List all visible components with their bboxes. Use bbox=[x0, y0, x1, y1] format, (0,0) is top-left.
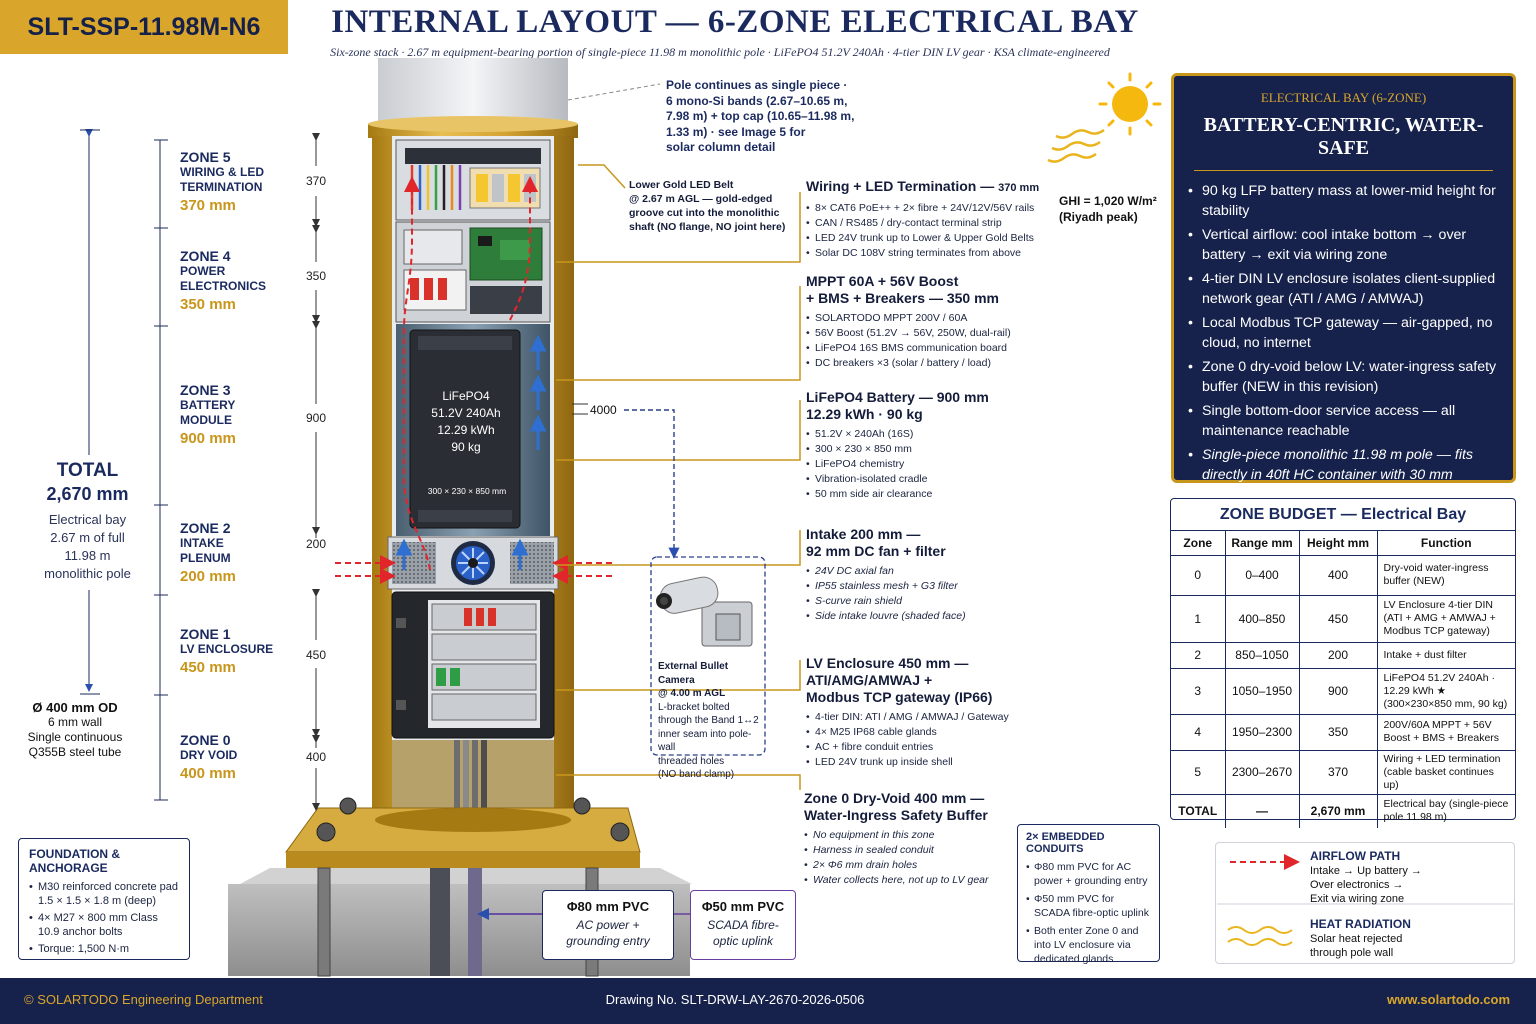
zone3-battery-housing bbox=[396, 324, 550, 536]
camera-note: External Bullet Camera @ 4.00 m AGL L-br… bbox=[658, 661, 759, 780]
battery-label: LiFePO4 51.2V 240Ah 12.29 kWh 90 kg bbox=[431, 389, 501, 454]
zone0-dry-void bbox=[392, 740, 554, 816]
legend-airflow-desc: Intake → Up battery → Over electronics →… bbox=[1310, 865, 1422, 905]
dim-zone2: 200 bbox=[305, 537, 327, 551]
summary-item: 90 kg LFP battery mass at lower-mid heig… bbox=[1188, 181, 1499, 221]
legend-heat-desc: Solar heat rejected through pole wall bbox=[1310, 933, 1403, 959]
footer-drawing-number: Drawing No. SLT-DRW-LAY-2670-2026-0506 bbox=[605, 992, 865, 1007]
base-flange bbox=[285, 797, 641, 868]
annotation-zone1: LV Enclosure 450 mm — ATI/AMG/AMWAJ + Mo… bbox=[806, 655, 1066, 770]
dim-zone0: 400 bbox=[305, 750, 327, 764]
column-header: Function bbox=[1376, 531, 1515, 556]
heat-radiation-icon bbox=[1047, 128, 1105, 163]
annotation-zone3: LiFePO4 Battery — 900 mm 12.29 kWh · 90 … bbox=[806, 389, 1066, 502]
legend-airflow-title: AIRFLOW PATH bbox=[1310, 849, 1401, 863]
embedded-conduits-box: 2× EMBEDDED CONDUITS Φ80 mm PVC for AC p… bbox=[1017, 824, 1160, 965]
zone1-lv-enclosure bbox=[391, 591, 555, 739]
foundation-item: Torque: 1,500 N·m bbox=[29, 942, 179, 956]
zone5-wiring-panel bbox=[395, 139, 551, 221]
summary-item: 4-tier DIN LV enclosure isolates client-… bbox=[1188, 269, 1499, 309]
camera-height-marker bbox=[572, 403, 680, 559]
airflow-up-arrows bbox=[395, 334, 547, 570]
annotation-zone0: Zone 0 Dry-Void 400 mm — Water-Ingress S… bbox=[804, 790, 1014, 888]
summary-item: Vertical airflow: cool intake bottom → o… bbox=[1188, 225, 1499, 265]
zone2-label: ZONE 2 INTAKE PLENUM 200 mm bbox=[180, 520, 236, 585]
model-tag: SLT-SSP-11.98M-N6 bbox=[0, 0, 288, 54]
page-subtitle: Six-zone stack · 2.67 m equipment-bearin… bbox=[330, 45, 1110, 59]
total-height-block: TOTAL 2,670 mm Electrical bay 2.67 m of … bbox=[44, 460, 131, 581]
battery-dimensions: 300 × 230 × 850 mm bbox=[427, 486, 507, 496]
column-header: Zone bbox=[1171, 531, 1225, 556]
design-summary-panel: ELECTRICAL BAY (6-ZONE) BATTERY-CENTRIC,… bbox=[1171, 73, 1516, 503]
gold-belt-note: Lower Gold LED Belt @ 2.67 m AGL — gold-… bbox=[629, 179, 786, 233]
legend-heat-title: HEAT RADIATION bbox=[1310, 917, 1411, 931]
legend-heat-swatch bbox=[1227, 926, 1293, 946]
zone3-label: ZONE 3 BATTERY MODULE 900 mm bbox=[180, 382, 236, 447]
zone-budget-table: ZONE BUDGET — Electrical Bay Zone Range … bbox=[1170, 498, 1516, 828]
zone1-label: ZONE 1 LV ENCLOSURE 450 mm bbox=[180, 626, 274, 676]
ac-conduit-callout: Φ80 mm PVC AC power +grounding entry bbox=[542, 890, 674, 960]
dim-zone4: 350 bbox=[305, 269, 327, 283]
zone2-intake-plenum bbox=[387, 536, 559, 590]
ghi-readout: GHI = 1,020 W/m² (Riyadh peak) bbox=[1059, 194, 1157, 224]
zone5-label: ZONE 5 WIRING & LED TERMINATION 370 mm bbox=[180, 149, 264, 214]
footer-bar bbox=[0, 978, 1536, 1024]
annotation-zone5: Wiring + LED Termination — 370 mm 8× CAT… bbox=[806, 178, 1066, 261]
legend: AIRFLOW PATH Intake → Up battery → Over … bbox=[1215, 842, 1515, 964]
scada-conduit-callout: Φ50 mm PVC SCADA fibre-optic uplink bbox=[690, 890, 796, 960]
footer-website-link[interactable]: www.solartodo.com bbox=[1386, 992, 1510, 1007]
annotation-zone2: Intake 200 mm — 92 mm DC fan + filter 24… bbox=[806, 526, 1066, 624]
dim-zone5: 370 bbox=[305, 174, 327, 188]
foundation-item: 4× M27 × 800 mm Class 10.9 anchor bolts bbox=[29, 911, 179, 939]
summary-item: Local Modbus TCP gateway — air-gapped, n… bbox=[1188, 313, 1499, 353]
footer-copyright: © SOLARTODO Engineering Department bbox=[24, 992, 263, 1007]
annotation-leaders bbox=[556, 164, 801, 790]
zone4-power-electronics bbox=[395, 221, 551, 323]
pole-continuation-note: Pole continues as single piece · 6 mono-… bbox=[666, 78, 855, 154]
sun-icon bbox=[1098, 72, 1162, 136]
summary-item: Single bottom-door service access — all … bbox=[1188, 401, 1499, 441]
zone0-label: ZONE 0 DRY VOID 400 mm bbox=[180, 732, 238, 782]
camera-icon bbox=[656, 576, 753, 647]
column-header: Height mm bbox=[1298, 531, 1377, 556]
foundation-item: M30 reinforced concrete pad 1.5 × 1.5 × … bbox=[29, 880, 179, 908]
foundation-anchorage-box: FOUNDATION & ANCHORAGE M30 reinforced co… bbox=[18, 838, 190, 960]
summary-item: Zone 0 dry-void below LV: water-ingress … bbox=[1188, 357, 1499, 397]
pole-spec-block: Ø 400 mm OD 6 mm wall Single continuous … bbox=[27, 700, 123, 759]
zone-dimension-lines bbox=[80, 129, 168, 801]
page-title: INTERNAL LAYOUT — 6-ZONE ELECTRICAL BAY bbox=[331, 4, 1139, 40]
airflow-path-overlay bbox=[335, 176, 612, 584]
annotation-zone4: MPPT 60A + 56V Boost + BMS + Breakers — … bbox=[806, 273, 1066, 371]
camera-callout-frame bbox=[650, 556, 766, 756]
height-4000-marker: 4000 bbox=[590, 403, 617, 417]
summary-item: Single-piece monolithic 11.98 m pole — f… bbox=[1188, 445, 1499, 505]
column-header: Range mm bbox=[1224, 531, 1299, 556]
zone4-label: ZONE 4 POWER ELECTRONICS 350 mm bbox=[180, 248, 267, 313]
pole-note-leader bbox=[567, 83, 661, 101]
dim-zone1: 450 bbox=[305, 648, 327, 662]
dim-zone3: 900 bbox=[305, 411, 327, 425]
